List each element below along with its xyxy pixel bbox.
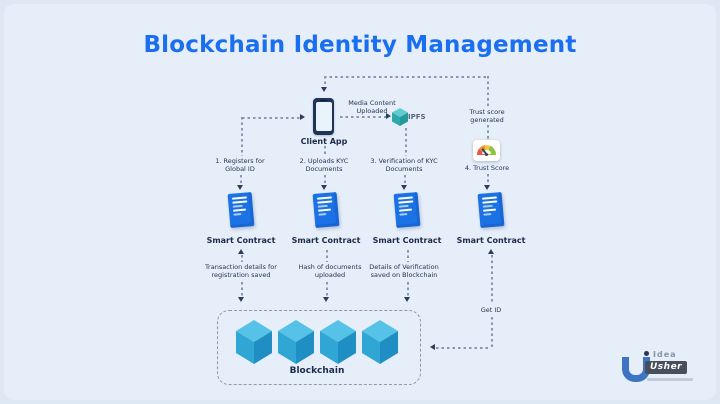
dashed-connector	[326, 282, 328, 297]
dashed-connector	[407, 282, 409, 297]
smart-contract-label-2: Smart Contract	[291, 236, 361, 245]
arrowhead	[386, 113, 391, 119]
blockchain-cube	[320, 320, 356, 364]
logo-brand-top: Idea	[653, 350, 677, 359]
blockchain-cube	[362, 320, 398, 364]
dashed-connector	[324, 175, 326, 185]
arrowhead	[404, 297, 410, 302]
arrowhead	[238, 297, 244, 302]
blockchain-cube	[278, 320, 314, 364]
media-upload-label: Media Content Uploaded	[348, 99, 396, 115]
ipfs-label: IPFS	[408, 113, 426, 121]
dashed-connector	[241, 255, 243, 262]
step-label-2: 2. Uploads KYC Documents	[299, 157, 349, 173]
dashed-connector	[407, 250, 409, 262]
arrowhead	[321, 185, 327, 190]
smart-contract-label-4: Smart Contract	[456, 236, 526, 245]
ipfs-cube-icon	[392, 108, 408, 126]
dashed-connector	[436, 347, 491, 349]
arrowhead	[300, 114, 305, 120]
dashed-connector	[326, 250, 328, 262]
trust-generated-label: Trust score generated	[469, 108, 505, 124]
arrowhead	[237, 185, 243, 190]
client-app-phone-icon	[313, 98, 334, 135]
smart-contract-icon-2	[312, 192, 340, 228]
step-label-1: 1. Registers for Global ID	[215, 157, 265, 173]
blockchain-box	[217, 310, 421, 385]
dashed-connector	[240, 175, 242, 185]
dashed-connector	[324, 146, 326, 156]
arrowhead	[430, 344, 435, 350]
arrowhead	[321, 87, 327, 92]
step-label-4: 4. Trust Score	[464, 164, 510, 172]
dashed-connector	[241, 282, 243, 297]
arrowhead	[484, 185, 490, 190]
arrowhead	[488, 249, 494, 254]
dashed-connector	[487, 76, 489, 106]
dashed-connector	[491, 255, 493, 304]
outcome-label-3: Details of Verification saved on Blockch…	[369, 263, 439, 279]
outcome-label-1: Transaction details for registration sav…	[205, 263, 277, 279]
client-app-label: Client App	[300, 137, 348, 146]
smart-contract-label-3: Smart Contract	[372, 236, 442, 245]
smart-contract-label-1: Smart Contract	[206, 236, 276, 245]
dashed-connector	[324, 76, 488, 78]
dashed-connector	[491, 317, 493, 348]
get-id-label: Get ID	[480, 306, 502, 314]
arrowhead	[323, 297, 329, 302]
dashed-connector	[487, 125, 489, 139]
smart-contract-icon-3	[393, 192, 421, 228]
step-label-3: 3. Verification of KYC Documents	[370, 157, 438, 173]
dashed-connector	[404, 175, 406, 185]
blockchain-cube	[236, 320, 272, 364]
smart-contract-icon-1	[227, 192, 255, 228]
dashed-connector	[242, 117, 300, 119]
logo-tagline	[647, 378, 693, 381]
page-title: Blockchain Identity Management	[143, 32, 577, 58]
logo-dot-icon	[644, 351, 649, 356]
trust-gauge-icon	[473, 140, 500, 161]
dashed-connector	[405, 128, 407, 156]
idea-usher-logo: Idea Usher	[620, 348, 706, 394]
phone-notch	[320, 99, 327, 101]
blockchain-label: Blockchain	[289, 366, 345, 376]
logo-brand-bottom: Usher	[645, 361, 688, 374]
diagram-canvas: Blockchain Identity Management Client Ap…	[4, 4, 716, 400]
arrowhead	[238, 249, 244, 254]
dashed-connector	[487, 174, 489, 185]
phone-screen	[315, 102, 332, 131]
outcome-label-2: Hash of documents uploaded	[298, 263, 362, 279]
dashed-connector	[324, 76, 326, 87]
dashed-connector	[241, 117, 243, 156]
smart-contract-icon-4	[477, 192, 505, 228]
dashed-connector	[340, 116, 386, 118]
arrowhead	[401, 185, 407, 190]
